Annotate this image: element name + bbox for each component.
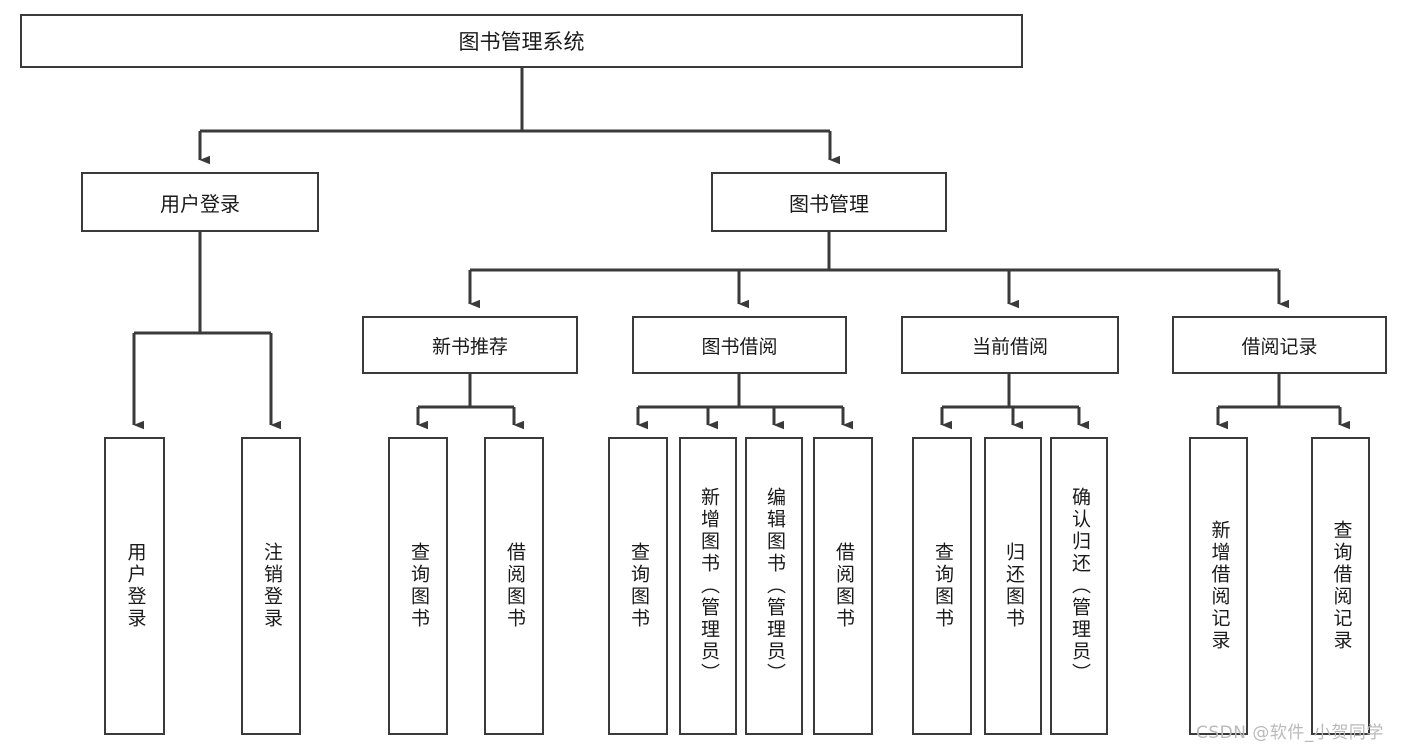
- node-label: 借阅图书: [503, 542, 526, 630]
- leaf-query-book-recommend[interactable]: 查询图书: [388, 437, 448, 735]
- leaf-add-borrow-record[interactable]: 新增借阅记录: [1189, 437, 1248, 735]
- node-label: 用户登录: [160, 191, 240, 216]
- node-label: 查询图书: [407, 542, 430, 630]
- leaf-borrow-book-recommend[interactable]: 借阅图书: [484, 437, 544, 735]
- node-user-login[interactable]: 用户登录: [81, 172, 319, 232]
- node-new-book-recommend[interactable]: 新书推荐: [362, 316, 578, 374]
- node-label: 新增借阅记录: [1208, 520, 1231, 652]
- leaf-user-logout[interactable]: 注销登录: [241, 437, 301, 735]
- leaf-add-book-admin[interactable]: 新增图书（管理员）: [679, 437, 737, 735]
- leaf-edit-book-admin[interactable]: 编辑图书（管理员）: [745, 437, 803, 735]
- node-label: 借阅记录: [1241, 335, 1318, 358]
- leaf-user-login[interactable]: 用户登录: [104, 437, 165, 735]
- leaf-confirm-return-admin[interactable]: 确认归还（管理员）: [1050, 437, 1108, 735]
- node-root-system[interactable]: 图书管理系统: [20, 14, 1023, 68]
- node-label: 查询借阅记录: [1330, 520, 1353, 652]
- node-label: 注销登录: [260, 542, 283, 630]
- node-label: 查询图书: [931, 542, 954, 630]
- node-label: 图书借阅: [701, 335, 778, 358]
- node-label: 用户登录: [124, 542, 147, 630]
- node-current-borrow[interactable]: 当前借阅: [901, 316, 1119, 374]
- node-label: 图书管理系统: [458, 30, 585, 54]
- node-label: 归还图书: [1002, 542, 1025, 630]
- leaf-query-book-borrow[interactable]: 查询图书: [608, 437, 668, 735]
- leaf-borrow-book[interactable]: 借阅图书: [813, 437, 873, 735]
- leaf-query-borrow-record[interactable]: 查询借阅记录: [1311, 437, 1370, 735]
- node-label: 图书管理: [789, 191, 869, 216]
- node-label: 新增图书（管理员）: [697, 487, 720, 685]
- node-label: 编辑图书（管理员）: [763, 487, 786, 685]
- node-label: 当前借阅: [971, 335, 1048, 358]
- node-label: 查询图书: [627, 542, 650, 630]
- node-book-borrow[interactable]: 图书借阅: [632, 316, 847, 374]
- node-label: 确认归还（管理员）: [1068, 487, 1091, 685]
- node-label: 借阅图书: [832, 542, 855, 630]
- node-book-management[interactable]: 图书管理: [711, 172, 947, 232]
- watermark: CSDN @软件_小贺同学: [1196, 723, 1384, 743]
- leaf-query-book-current[interactable]: 查询图书: [912, 437, 972, 735]
- node-label: 新书推荐: [431, 335, 508, 358]
- leaf-return-book[interactable]: 归还图书: [984, 437, 1042, 735]
- node-borrow-record[interactable]: 借阅记录: [1172, 316, 1387, 374]
